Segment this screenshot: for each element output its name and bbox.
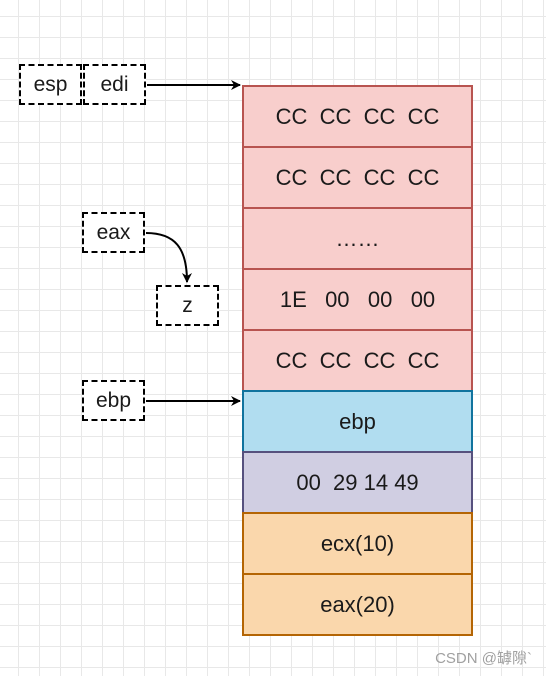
stack-cell: …… — [242, 207, 473, 270]
stack-cell-z-value: 1E 00 00 00 — [242, 268, 473, 331]
stack-cell-return-address: 00 29 14 49 — [242, 451, 473, 514]
stack-cell-arg-eax: eax(20) — [242, 573, 473, 636]
register-label-ebp: ebp — [82, 380, 145, 421]
stack-cell-saved-ebp: ebp — [242, 390, 473, 453]
stack-cell: CC CC CC CC — [242, 85, 473, 148]
variable-label-z: z — [156, 285, 219, 326]
stack-cell: CC CC CC CC — [242, 329, 473, 392]
stack-memory: CC CC CC CC CC CC CC CC …… 1E 00 00 00 C… — [242, 85, 473, 636]
register-label-edi: edi — [83, 64, 146, 105]
arrow-eax-to-z — [145, 232, 192, 283]
watermark: CSDN @罅隙` — [435, 650, 532, 667]
register-label-eax: eax — [82, 212, 145, 253]
stack-cell-arg-ecx: ecx(10) — [242, 512, 473, 575]
stack-cell: CC CC CC CC — [242, 146, 473, 209]
register-label-esp: esp — [19, 64, 82, 105]
